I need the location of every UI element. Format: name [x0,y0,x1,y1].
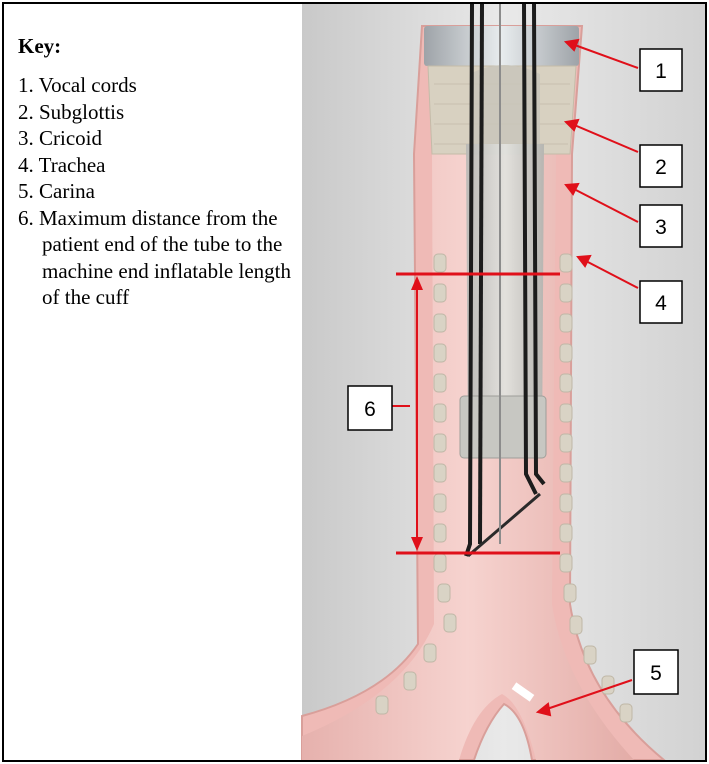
key-item-subglottis: 2. Subglottis [18,99,125,124]
key-item-vocal-cords: 1. Vocal cords [18,73,137,97]
callout-4: 4 [639,280,683,324]
cuff-collar [459,395,547,459]
key-list: 1. Vocal cords 2. Subglottis 3. Cricoid … [18,72,308,311]
callout-boxes: 1 2 3 4 5 6 [347,48,683,695]
callout-3: 3 [639,204,683,248]
key-title: Key: [18,34,62,58]
callout-1: 1 [639,48,683,92]
callout-4-label: 4 [655,292,667,315]
callout-6-label: 6 [364,398,376,421]
callout-6: 6 [347,385,393,431]
tube-bevel [467,492,541,558]
annotation-arrows [535,38,639,717]
key-item-max-distance: 6. Maximum distance from the patient end… [18,205,291,310]
callout-2-label: 2 [655,156,667,179]
key-item-cricoid: 3. Cricoid [18,126,102,150]
callout-2: 2 [639,144,683,188]
carina-marker [511,682,535,702]
vocal-cords [424,26,579,66]
callout-5-label: 5 [650,662,662,685]
callout-3-label: 3 [655,216,667,239]
key-item-trachea: 4. Trachea [18,152,106,177]
key-item-carina: 5. Carina [18,179,95,203]
key-panel: Key: 1. Vocal cords 2. Subglottis 3. Cri… [18,34,308,311]
callout-1-label: 1 [655,60,667,83]
airway-tube-illustration: 1 2 3 4 5 6 [301,4,705,760]
tracheal-rings [375,253,633,723]
cuff-length-measurement [392,272,560,555]
callout-5: 5 [633,649,679,695]
